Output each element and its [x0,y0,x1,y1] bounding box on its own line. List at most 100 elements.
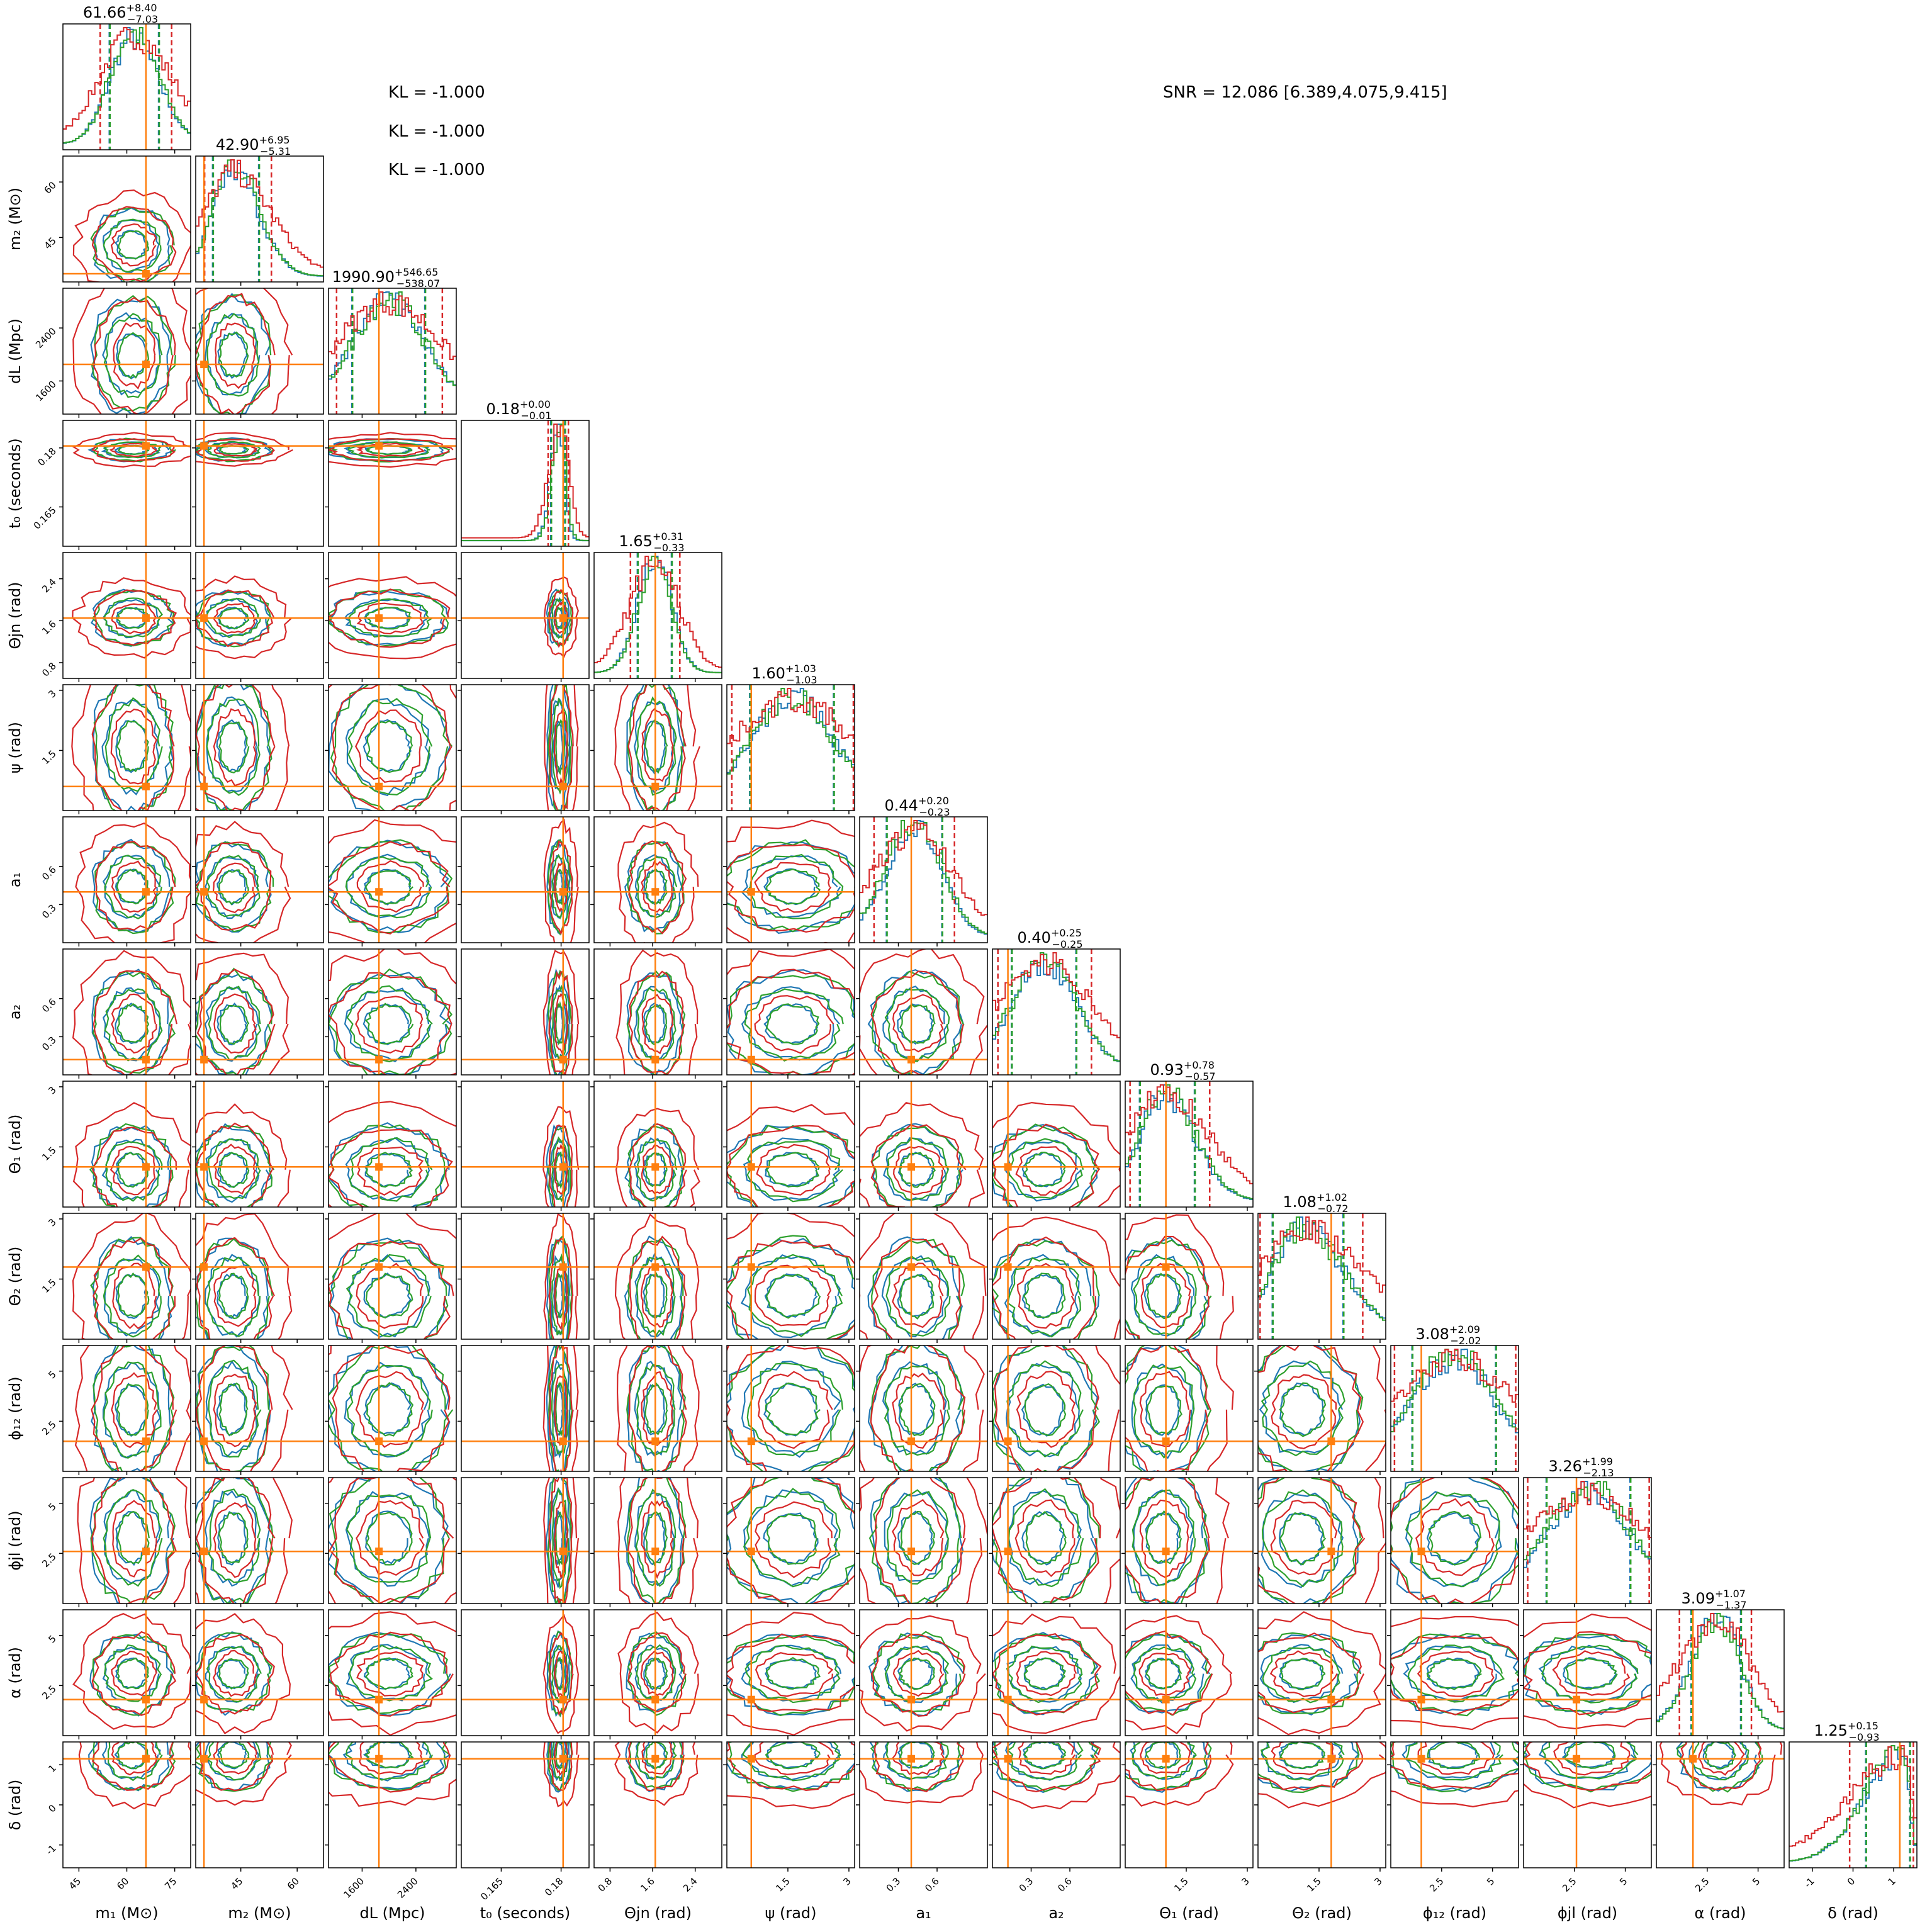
contour-series-1-level-2 [626,685,685,811]
panel-content [860,817,987,943]
contour-series-0-level-0 [643,1384,666,1435]
histogram-series-1 [1524,1481,1651,1561]
panel-frame [992,1081,1121,1208]
contour-series-1-level-0 [1564,1657,1618,1690]
contour-series-2-level-1 [329,588,451,648]
contour-series-0-level-1 [205,1138,260,1203]
contour-series-1-level-0 [116,1003,150,1043]
contour-series-2-level-1 [329,972,452,1075]
contour-series-1-level-2 [727,1345,855,1471]
y-tick-label: 2400 [33,325,59,351]
contour-series-1-level-0 [1427,1742,1480,1769]
contour-series-1-level-0 [554,1656,565,1691]
title-plus: +0.31 [653,531,683,542]
panel-content [992,1478,1120,1603]
histogram-title: 0.93+0.78−0.57 [1150,1059,1216,1082]
contour-series-0-level-0 [1021,1510,1065,1566]
contour-panel-3-2 [325,420,457,550]
panel-frame [62,948,191,1076]
panel-frame [1125,1609,1254,1736]
histogram-title: 1.60+1.03−1.03 [752,663,817,686]
contour-series-1-level-0 [554,1742,565,1770]
contour-series-1-level-2 [1524,1742,1651,1793]
contour-series-1-level-2 [329,839,453,934]
contour-series-1-level-2 [196,1345,271,1471]
contour-series-2-level-1 [628,970,685,1075]
contour-series-2-level-0 [755,1652,834,1697]
contour-series-1-level-2 [92,970,176,1074]
y-tick-label: 5 [46,1501,58,1513]
contour-series-1-level-0 [1279,1512,1327,1566]
histogram-title: 3.26+1.99−2.13 [1549,1456,1614,1479]
contour-series-2-level-1 [628,840,687,935]
contour-series-0-level-0 [115,1273,147,1319]
panel-content [461,1345,589,1471]
contour-series-2-level-2 [74,1345,191,1471]
contour-series-1-level-1 [1261,1360,1345,1457]
contour-series-2-level-2 [1095,1345,1120,1471]
contour-series-1-level-1 [1261,1489,1344,1588]
contour-series-1-level-1 [1132,1489,1196,1586]
contour-series-2-level-1 [627,1478,687,1603]
contour-series-2-level-1 [873,1742,965,1793]
contour-series-0-level-2 [1391,1742,1519,1793]
contour-panel-7-6 [856,948,988,1079]
contour-series-0-level-1 [1405,1491,1502,1588]
contour-panel-4-1 [192,552,324,682]
title-median: 1.65 [619,532,653,550]
contour-series-2-level-1 [1258,1742,1363,1791]
truth-marker [142,888,150,896]
contour-series-2-level-2 [1659,1742,1783,1806]
contour-series-1-level-2 [626,1345,686,1471]
panel-frame [1656,1609,1785,1736]
y-tick-label: 0 [46,1802,58,1814]
contour-series-2-level-0 [212,1649,257,1697]
contour-series-1-level-1 [206,441,261,459]
contour-panel-12-5 [723,1609,855,1739]
contour-series-0-level-0 [363,1272,412,1318]
truth-marker [651,888,660,896]
contour-series-1-level-1 [346,1494,432,1583]
truth-marker [907,1755,916,1763]
y-tick-label: 1.6 [40,618,59,637]
histogram-series-2 [727,688,855,744]
contour-series-2-level-2 [72,1213,191,1339]
contour-series-1-level-1 [104,1644,162,1702]
contour-series-2-level-0 [754,862,832,913]
truth-marker [1417,1755,1425,1763]
contour-panel-8-0: 1.53 [40,1081,191,1211]
contour-series-1-level-1 [1133,1646,1197,1702]
panel-content [1391,1345,1519,1471]
x-tick-label: 5 [1617,1875,1629,1887]
contour-series-0-level-0 [216,868,247,906]
contour-series-2-level-0 [212,862,256,914]
title-plus: +0.78 [1184,1059,1215,1071]
panel-frame [992,1345,1121,1472]
contour-series-1-level-0 [365,1272,413,1319]
contour-series-2-level-2 [992,1613,1120,1734]
contour-series-1-level-2 [872,1631,965,1713]
histogram-title: 0.18+0.00−0.01 [486,398,552,422]
y-tick-label: 60 [42,179,59,196]
contour-panel-11-3 [458,1477,590,1607]
panel-content [992,1610,1120,1736]
panel-frame [461,816,590,943]
contour-series-0-level-1 [1538,1644,1639,1703]
panel-content [329,420,456,546]
panel-content [594,1742,722,1868]
panel-content [594,1610,722,1736]
contour-series-1-level-1 [345,856,432,919]
truth-marker [1689,1755,1697,1763]
y-tick-label: 2.5 [40,1551,59,1570]
x-tick-label: 1600 [342,1875,367,1901]
panel-frame [461,1081,590,1208]
panel-content [594,1213,722,1339]
contour-series-1-level-0 [116,868,149,905]
contour-series-2-level-1 [629,1123,687,1207]
contour-series-0-level-2 [727,1345,855,1471]
contour-series-2-level-1 [332,685,452,811]
contour-series-2-level-2 [72,950,191,1075]
contour-series-2-level-2 [542,1345,579,1471]
